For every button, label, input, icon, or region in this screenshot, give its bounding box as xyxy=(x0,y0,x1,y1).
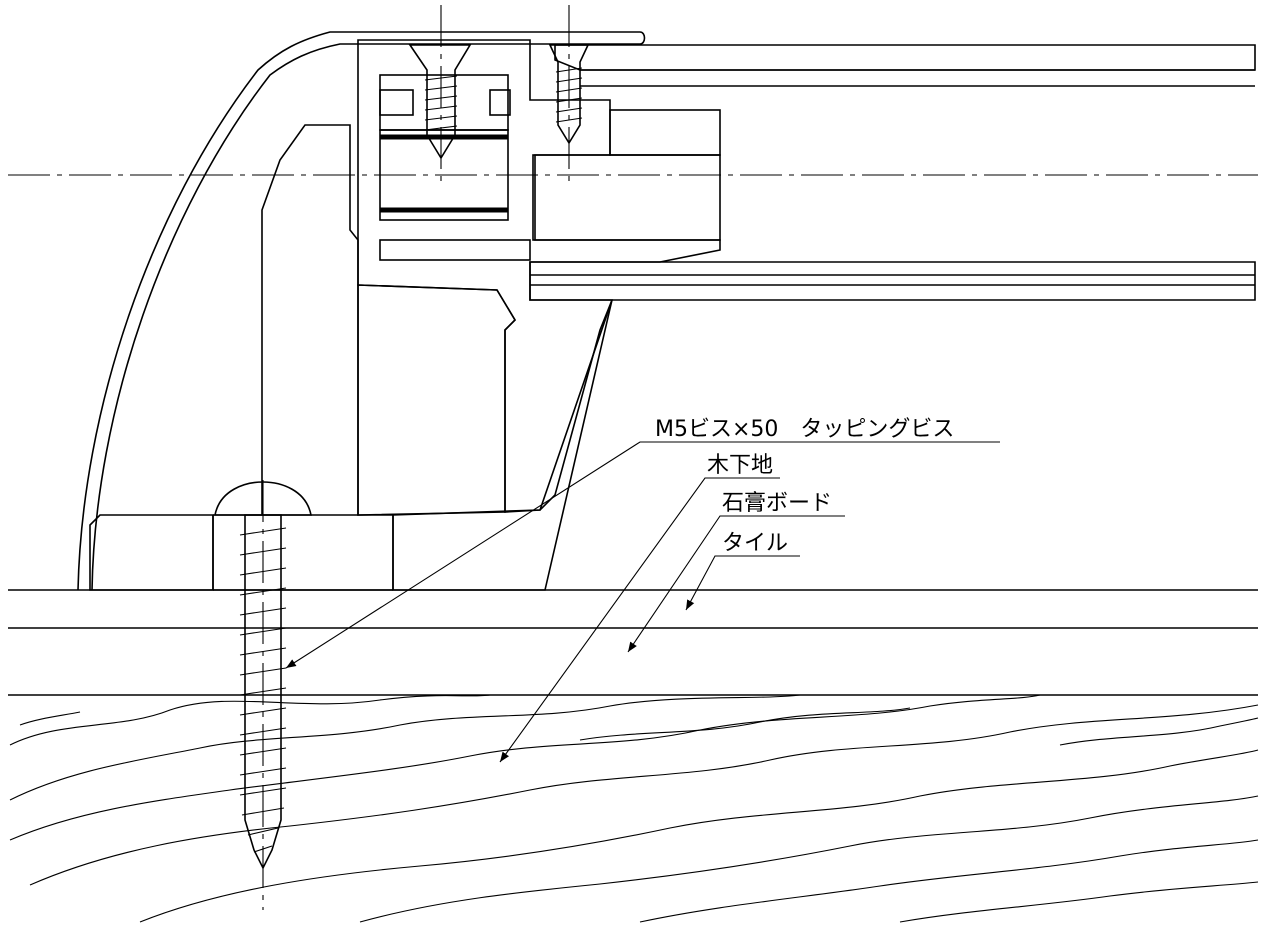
inner-support xyxy=(261,124,359,515)
base-right xyxy=(392,299,613,591)
label-gypsum-board: 石膏ボード xyxy=(722,491,832,516)
label-tile: タイル xyxy=(722,531,788,556)
top-screw-right xyxy=(548,44,590,145)
outer-cover xyxy=(77,31,646,591)
label-wood-base: 木下地 xyxy=(707,453,773,478)
main-screw xyxy=(214,481,312,870)
rubber-stripes xyxy=(380,134,508,213)
top-screw-left xyxy=(408,44,472,160)
base-collar xyxy=(212,514,394,591)
wall-layers xyxy=(8,589,1258,696)
label-screw: M5ビス×50 タッピングビス xyxy=(655,417,954,442)
leader-lines xyxy=(285,441,1000,763)
bracket-cavities xyxy=(357,74,721,516)
upper-pipe xyxy=(529,44,1256,301)
base-left xyxy=(89,514,214,591)
wood-grain xyxy=(9,694,1259,923)
